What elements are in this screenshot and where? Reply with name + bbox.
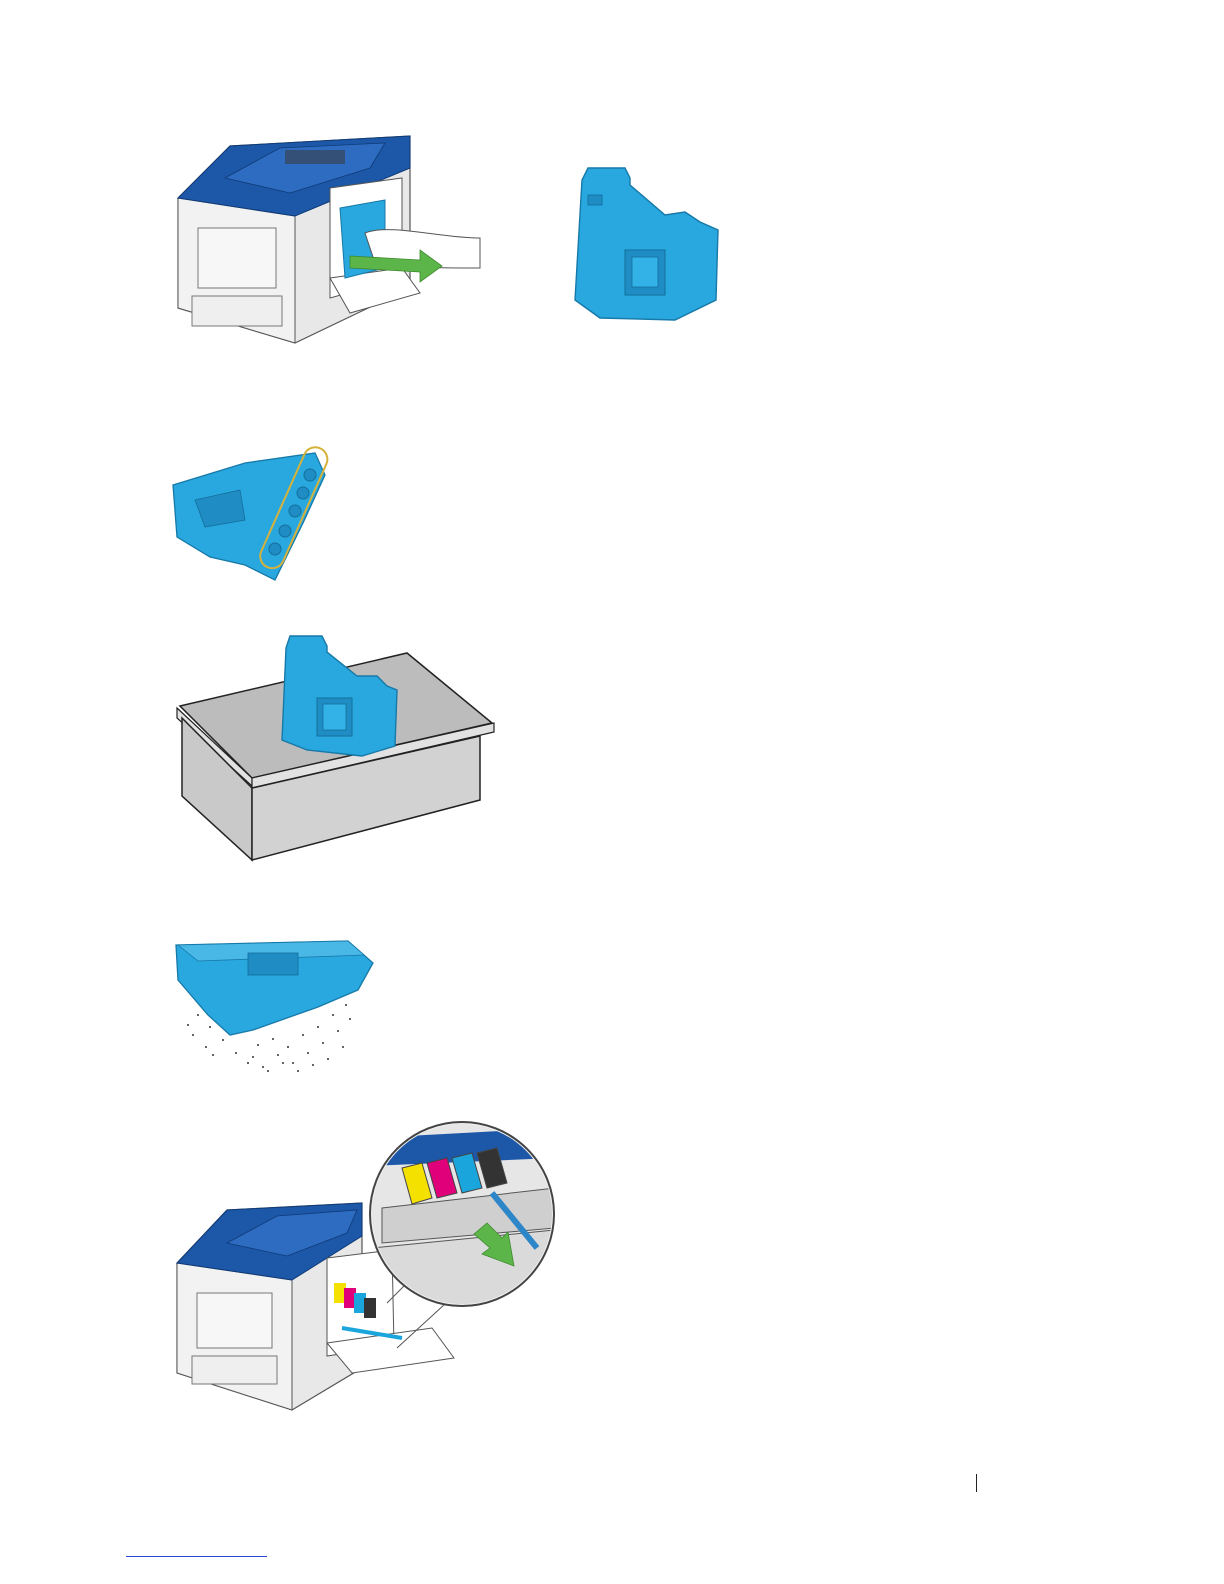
waste-toner-box-openings-highlight-illustration (165, 445, 340, 585)
printer-remove-waste-toner-box-illustration (170, 128, 490, 348)
footer-link-underline[interactable] (126, 1556, 267, 1557)
pull-cleaning-rod-figure (172, 1118, 562, 1413)
waste-box-on-table-figure (172, 628, 497, 868)
waste-box-openings-figure (165, 445, 340, 585)
waste-box-upright-figure (570, 160, 720, 325)
page-number-divider (976, 1474, 977, 1492)
waste-toner-spill-illustration (168, 935, 383, 1075)
printer-remove-waste-box-figure (170, 128, 490, 348)
waste-toner-box-illustration (570, 160, 720, 325)
waste-toner-box-on-surface-illustration (172, 628, 497, 868)
waste-box-spill-figure (168, 935, 383, 1075)
printer-cleaning-rod-detail-illustration (172, 1118, 562, 1413)
